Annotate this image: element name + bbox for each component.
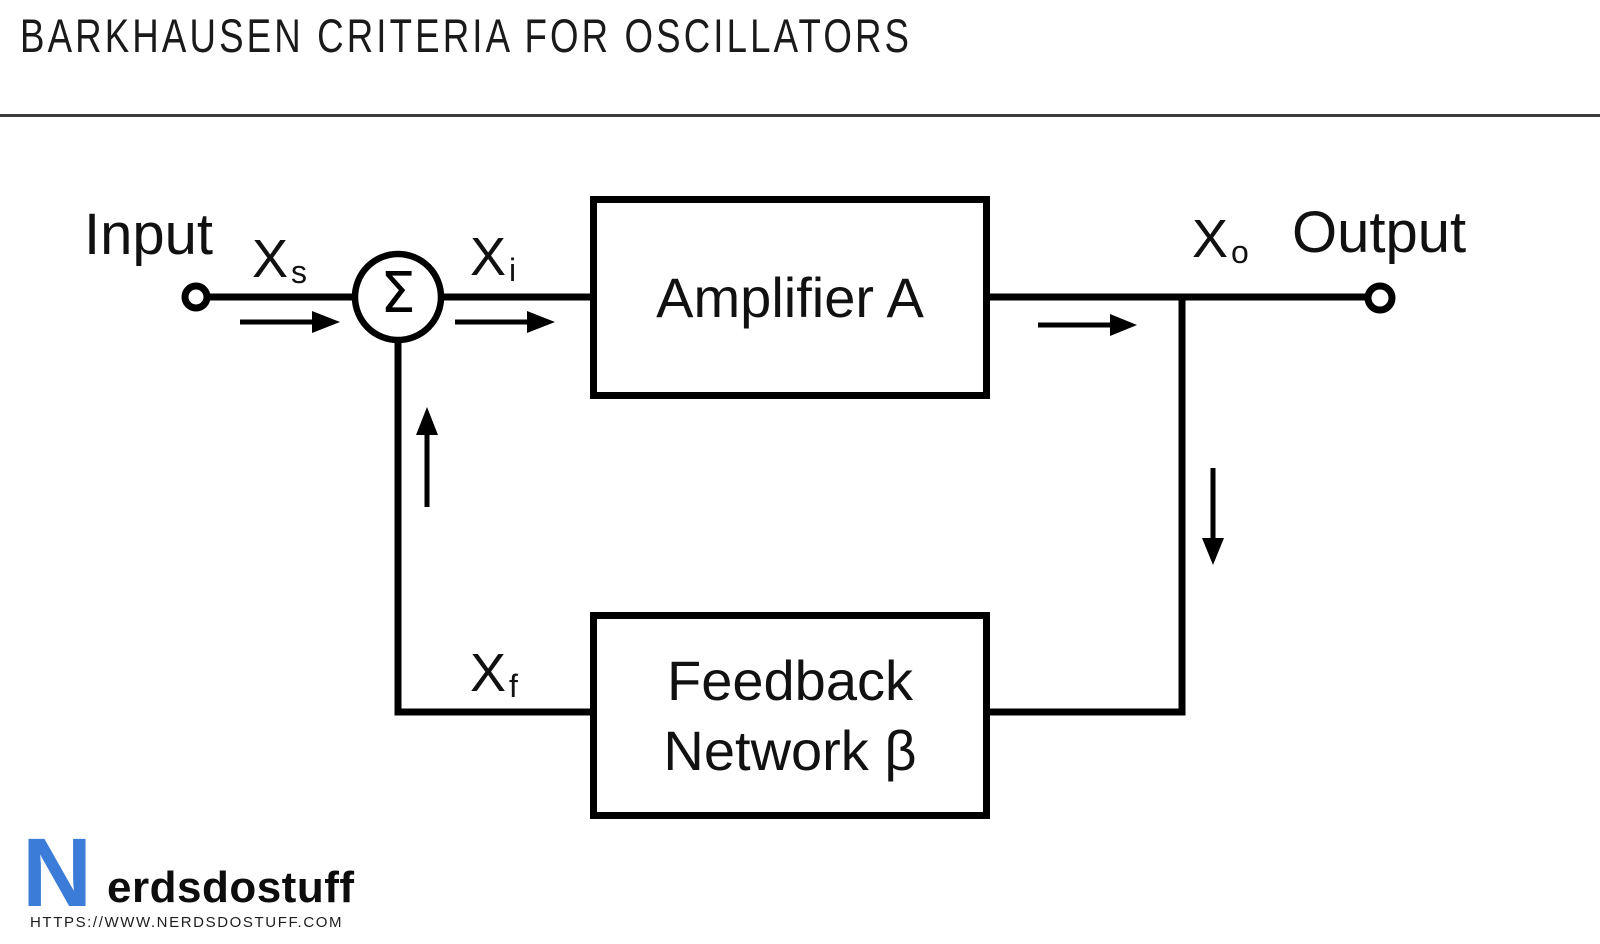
signal-label-xf: Xf bbox=[470, 643, 518, 704]
logo-website-url: HTTPS://WWW.NERDSDOSTUFF.COM bbox=[30, 914, 344, 931]
title-divider-rule bbox=[0, 114, 1600, 117]
logo-initial-n: N bbox=[22, 818, 93, 927]
amplifier-block-label: Amplifier A bbox=[656, 266, 924, 329]
feedback-network-block: Feedback Network β bbox=[590, 612, 990, 819]
arrow-branch-down bbox=[1202, 468, 1224, 565]
arrow-amplifier-input-signal bbox=[455, 311, 555, 333]
logo-wordmark: erdsdostuff bbox=[107, 863, 355, 912]
summing-junction-sigma-symbol: Σ bbox=[380, 261, 416, 326]
arrow-output-signal bbox=[1038, 314, 1137, 336]
signal-label-xo: Xo bbox=[1192, 209, 1249, 270]
signal-label-xs: Xs bbox=[252, 229, 308, 290]
amplifier-block: Amplifier A bbox=[590, 196, 990, 399]
input-terminal bbox=[181, 282, 211, 312]
signal-label-xi: Xi bbox=[470, 227, 517, 288]
page-title: BARKHAUSEN CRITERIA FOR OSCILLATORS bbox=[20, 9, 913, 62]
feedback-network-block-label: Feedback Network β bbox=[663, 648, 917, 782]
summing-junction-circle bbox=[351, 250, 445, 344]
output-terminal bbox=[1364, 282, 1396, 314]
arrow-feedback-up bbox=[416, 407, 438, 507]
arrow-source-signal bbox=[240, 311, 340, 333]
input-port-label: Input bbox=[84, 202, 213, 267]
output-port-label: Output bbox=[1292, 200, 1467, 265]
